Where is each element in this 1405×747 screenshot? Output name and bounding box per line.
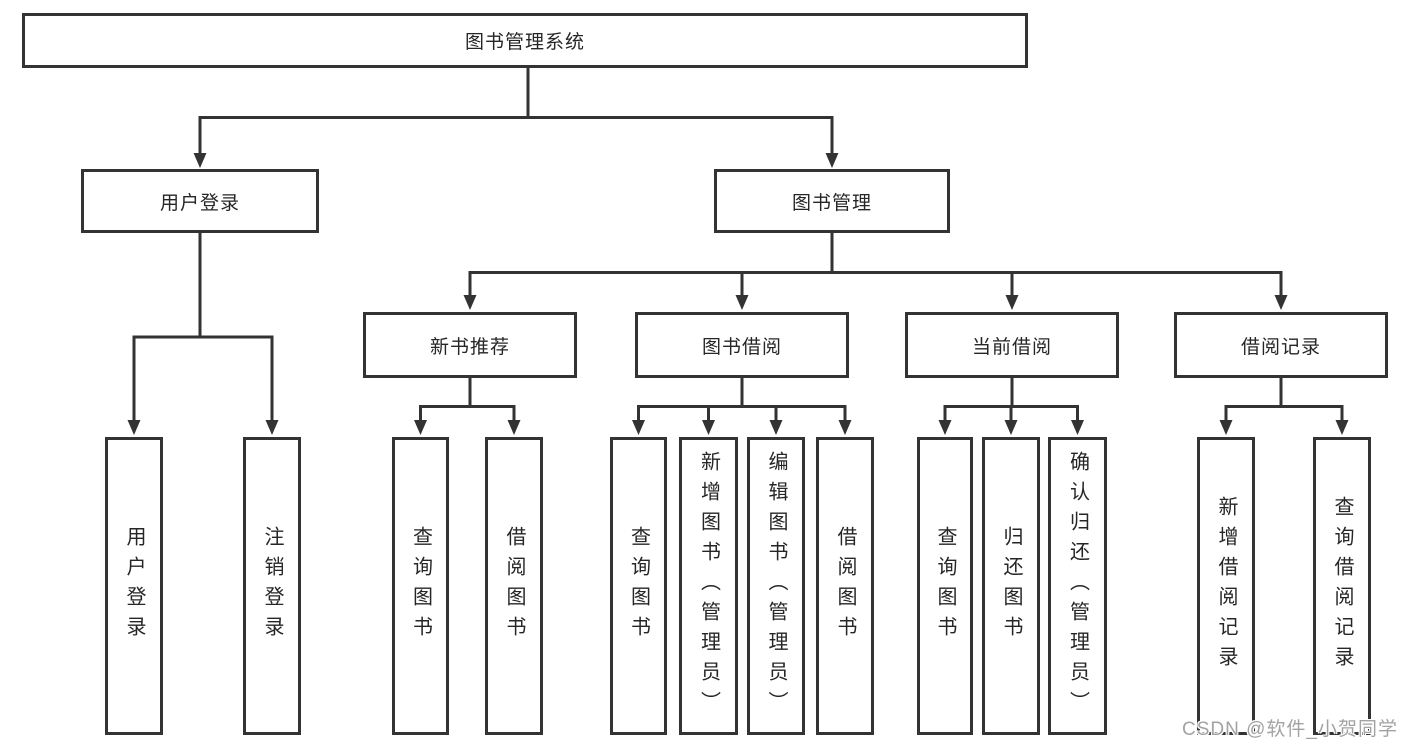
- leaf-borrow-edit-books-admin-label: 编辑图书（管理员）: [765, 451, 787, 721]
- node-book-borrow-label: 图书借阅: [701, 336, 782, 358]
- leaf-records-query-record: 查询借阅记录: [1313, 437, 1371, 735]
- leaf-new-query-books: 查询图书: [392, 437, 449, 735]
- leaf-borrow-borrow-books: 借阅图书: [816, 437, 874, 735]
- node-book-management: 图书管理: [714, 169, 950, 233]
- leaf-current-confirm-return-admin-label: 确认归还（管理员）: [1066, 451, 1089, 721]
- leaf-user-login-label: 用户登录: [123, 526, 145, 646]
- node-current-borrow: 当前借阅: [905, 312, 1119, 378]
- leaf-new-borrow-books: 借阅图书: [485, 437, 543, 735]
- node-book-borrow: 图书借阅: [635, 312, 849, 378]
- node-borrow-records: 借阅记录: [1174, 312, 1388, 378]
- leaf-records-add-record: 新增借阅记录: [1197, 437, 1255, 735]
- leaf-new-query-books-label: 查询图书: [409, 526, 432, 646]
- node-user-login-label: 用户登录: [159, 192, 240, 214]
- node-user-login: 用户登录: [81, 169, 319, 233]
- leaf-records-query-record-label: 查询借阅记录: [1331, 496, 1353, 676]
- leaf-records-add-record-label: 新增借阅记录: [1215, 496, 1237, 676]
- node-root-label: 图书管理系统: [464, 32, 585, 53]
- watermark: CSDN @软件_小贺同学: [1182, 719, 1398, 740]
- leaf-new-borrow-books-label: 借阅图书: [503, 526, 525, 646]
- leaf-logout-login-label: 注销登录: [261, 526, 283, 646]
- leaf-current-query-books-label: 查询图书: [934, 526, 956, 646]
- leaf-borrow-query-books-label: 查询图书: [627, 526, 650, 646]
- leaf-borrow-edit-books-admin: 编辑图书（管理员）: [747, 437, 805, 735]
- node-new-book-recommend: 新书推荐: [363, 312, 577, 378]
- node-borrow-records-label: 借阅记录: [1240, 336, 1321, 358]
- leaf-logout-login: 注销登录: [243, 437, 301, 735]
- node-root: 图书管理系统: [22, 13, 1028, 68]
- leaf-borrow-add-books-admin: 新增图书（管理员）: [679, 437, 738, 735]
- leaf-current-return-books-label: 归还图书: [1000, 526, 1022, 646]
- leaf-current-query-books: 查询图书: [917, 437, 973, 735]
- leaf-borrow-add-books-admin-label: 新增图书（管理员）: [697, 451, 720, 721]
- leaf-borrow-borrow-books-label: 借阅图书: [834, 526, 856, 646]
- leaf-current-return-books: 归还图书: [982, 437, 1040, 735]
- node-current-borrow-label: 当前借阅: [971, 336, 1052, 358]
- node-book-management-label: 图书管理: [791, 192, 872, 214]
- leaf-borrow-query-books: 查询图书: [610, 437, 667, 735]
- connector-arrowheads: [127, 153, 1349, 435]
- leaf-user-login: 用户登录: [105, 437, 163, 735]
- node-new-book-recommend-label: 新书推荐: [429, 336, 510, 358]
- leaf-current-confirm-return-admin: 确认归还（管理员）: [1048, 437, 1107, 735]
